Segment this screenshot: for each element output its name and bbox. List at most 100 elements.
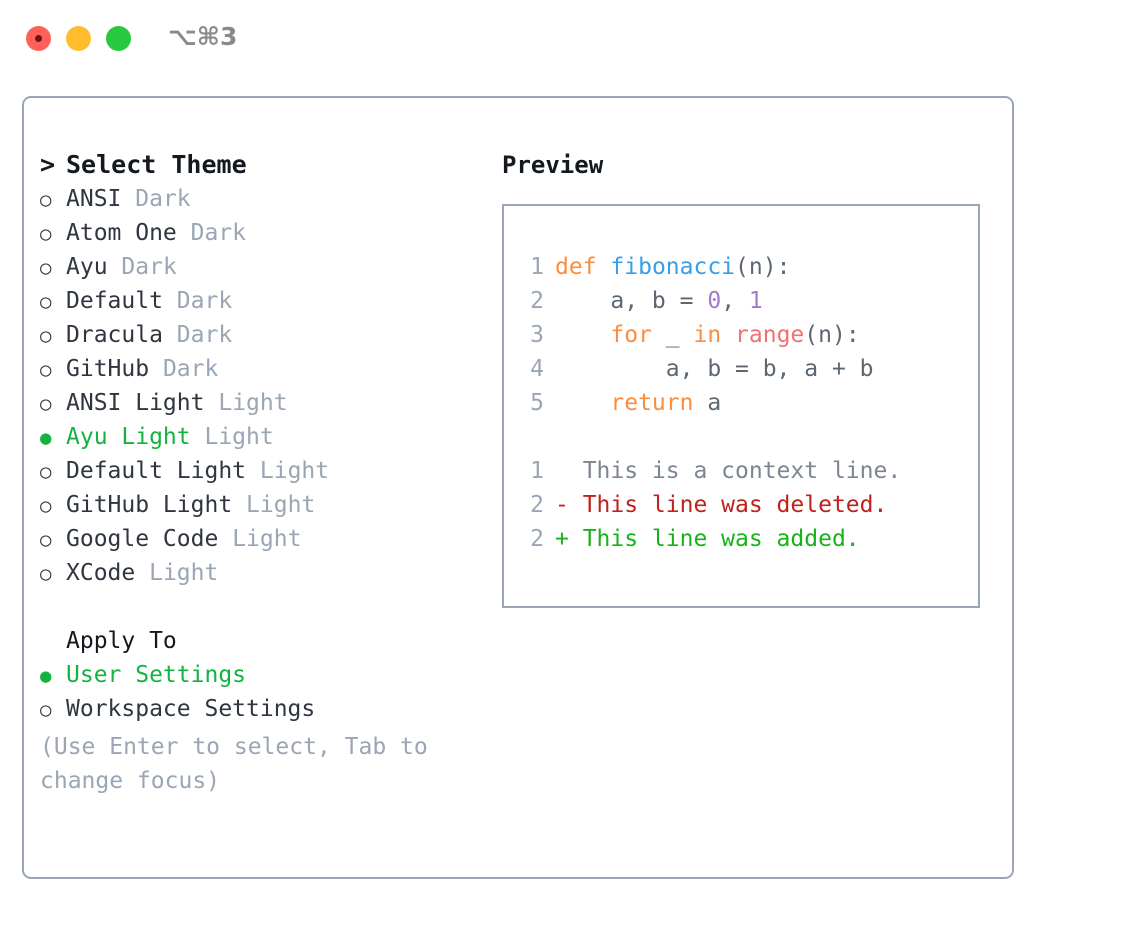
token-plain: a [693,390,722,416]
prompt-caret-icon: > [40,150,56,179]
theme-list-item[interactable]: ○Default Dark [40,284,470,318]
apply-to-list: ● User Settings ○ Workspace Settings [40,658,470,726]
theme-list-item[interactable]: ○GitHub Light Light [40,488,470,522]
window-titlebar: ⌥⌘3 [0,0,1140,78]
token-plain [555,390,610,416]
theme-variant-tag: Dark [176,322,233,348]
line-number: 5 [530,390,544,416]
theme-selection-column: >Select Theme ○ANSI Dark○Atom One Dark○A… [40,148,470,798]
code-line: 5 return a [514,386,978,420]
radio-unselected-icon[interactable]: ○ [40,291,52,313]
theme-name-gap [204,386,218,420]
token-del: - This line was deleted. [555,492,888,518]
preview-title: Preview [502,151,604,179]
radio-unselected-icon[interactable]: ○ [40,699,52,721]
token-plain: a, b = [555,288,708,314]
theme-list-item[interactable]: ○ANSI Dark [40,182,470,216]
theme-name: XCode [66,560,136,586]
theme-list-item[interactable]: ○Atom One Dark [40,216,470,250]
theme-variant-tag: Dark [162,356,219,382]
radio-selected-icon[interactable]: ● [40,665,52,687]
theme-picker-panel: >Select Theme ○ANSI Dark○Atom One Dark○A… [22,96,1014,879]
diff-line: 1 This is a context line. [514,454,978,488]
line-number: 2 [530,288,544,314]
theme-variant-tag: Dark [135,186,191,212]
token-kw: for [610,322,652,348]
theme-name: GitHub [66,356,150,382]
theme-name: ANSI Light [66,390,205,416]
theme-name: Google Code [66,526,219,552]
maximize-window-button[interactable] [106,26,131,51]
apply-to-label: User Settings [66,662,247,688]
theme-list-item[interactable]: ○Default Light Light [40,454,470,488]
theme-list-item[interactable]: ○Ayu Dark [40,250,470,284]
select-theme-header-label: Select Theme [66,150,247,179]
theme-list-item[interactable]: ● Ayu Light Light [40,420,470,454]
line-number: 1 [530,458,544,484]
radio-unselected-icon[interactable]: ○ [40,529,52,551]
code-text: This is a context line. [555,454,902,488]
token-plain: (n): [804,322,860,348]
apply-to-item[interactable]: ○ Workspace Settings [40,692,470,726]
apply-to-header-label: Apply To [66,628,177,654]
theme-name-gap [191,420,205,454]
theme-variant-tag: Light [218,390,288,416]
theme-name: Ayu Light [66,424,191,450]
theme-list-item[interactable]: ○ GitHub Dark [40,352,470,386]
radio-unselected-icon[interactable]: ○ [40,461,52,483]
theme-variant-tag: Light [204,424,274,450]
list-spacer [40,590,470,624]
token-plain: (n): [735,254,791,280]
radio-unselected-icon[interactable]: ○ [40,563,52,585]
token-kw: return [610,390,694,416]
radio-selected-icon[interactable]: ● [40,427,52,449]
radio-unselected-icon[interactable]: ○ [40,325,52,347]
theme-name-gap [135,556,149,590]
theme-name-gap [232,488,246,522]
theme-variant-tag: Dark [121,254,177,280]
apply-to-label: Workspace Settings [66,696,316,722]
minimize-window-button[interactable] [66,26,91,51]
code-line: 4 a, b = b, a + b [514,352,978,386]
code-text: a, b = 0, 1 [555,284,763,318]
radio-unselected-icon[interactable]: ○ [40,189,52,211]
theme-variant-tag: Light [149,560,219,586]
line-number: 2 [530,492,544,518]
apply-to-header: Apply To [40,624,470,658]
radio-unselected-icon[interactable]: ○ [40,393,52,415]
code-text: - This line was deleted. [555,488,887,522]
token-num: 1 [748,288,763,314]
theme-name-gap [121,182,135,216]
code-text: for _ in range(n): [555,318,860,352]
radio-unselected-icon[interactable]: ○ [40,257,52,279]
keyboard-shortcut-label: ⌥⌘3 [168,22,238,51]
token-plain [555,322,610,348]
theme-name: Atom One [66,220,177,246]
theme-list-item[interactable]: ○Dracula Dark [40,318,470,352]
token-plain: a, b = b, a + b [555,356,874,382]
code-text: def fibonacci(n): [555,250,790,284]
radio-unselected-icon[interactable]: ○ [40,495,52,517]
diff-line: 2 - This line was deleted. [514,488,978,522]
code-text: a, b = b, a + b [555,352,874,386]
radio-unselected-icon[interactable]: ○ [40,359,52,381]
code-diff-spacer [514,420,978,454]
theme-list-item[interactable]: ○ XCode Light [40,556,470,590]
theme-list: ○ANSI Dark○Atom One Dark○Ayu Dark○Defaul… [40,182,470,590]
radio-unselected-icon[interactable]: ○ [40,223,52,245]
diff-line: 2+ This line was added. [514,522,978,556]
token-fn: fibonacci [610,254,736,280]
line-number: 4 [530,356,544,382]
apply-to-item[interactable]: ● User Settings [40,658,470,692]
code-line: 3 for _ in range(n): [514,318,978,352]
theme-list-item[interactable]: ○Google Code Light [40,522,470,556]
token-call: range [735,322,805,348]
select-theme-header: > Select Theme [40,148,470,182]
theme-list-item[interactable]: ○ ANSI Light Light [40,386,470,420]
code-line: 2 a, b = 0, 1 [514,284,978,318]
close-window-button[interactable] [26,26,51,51]
